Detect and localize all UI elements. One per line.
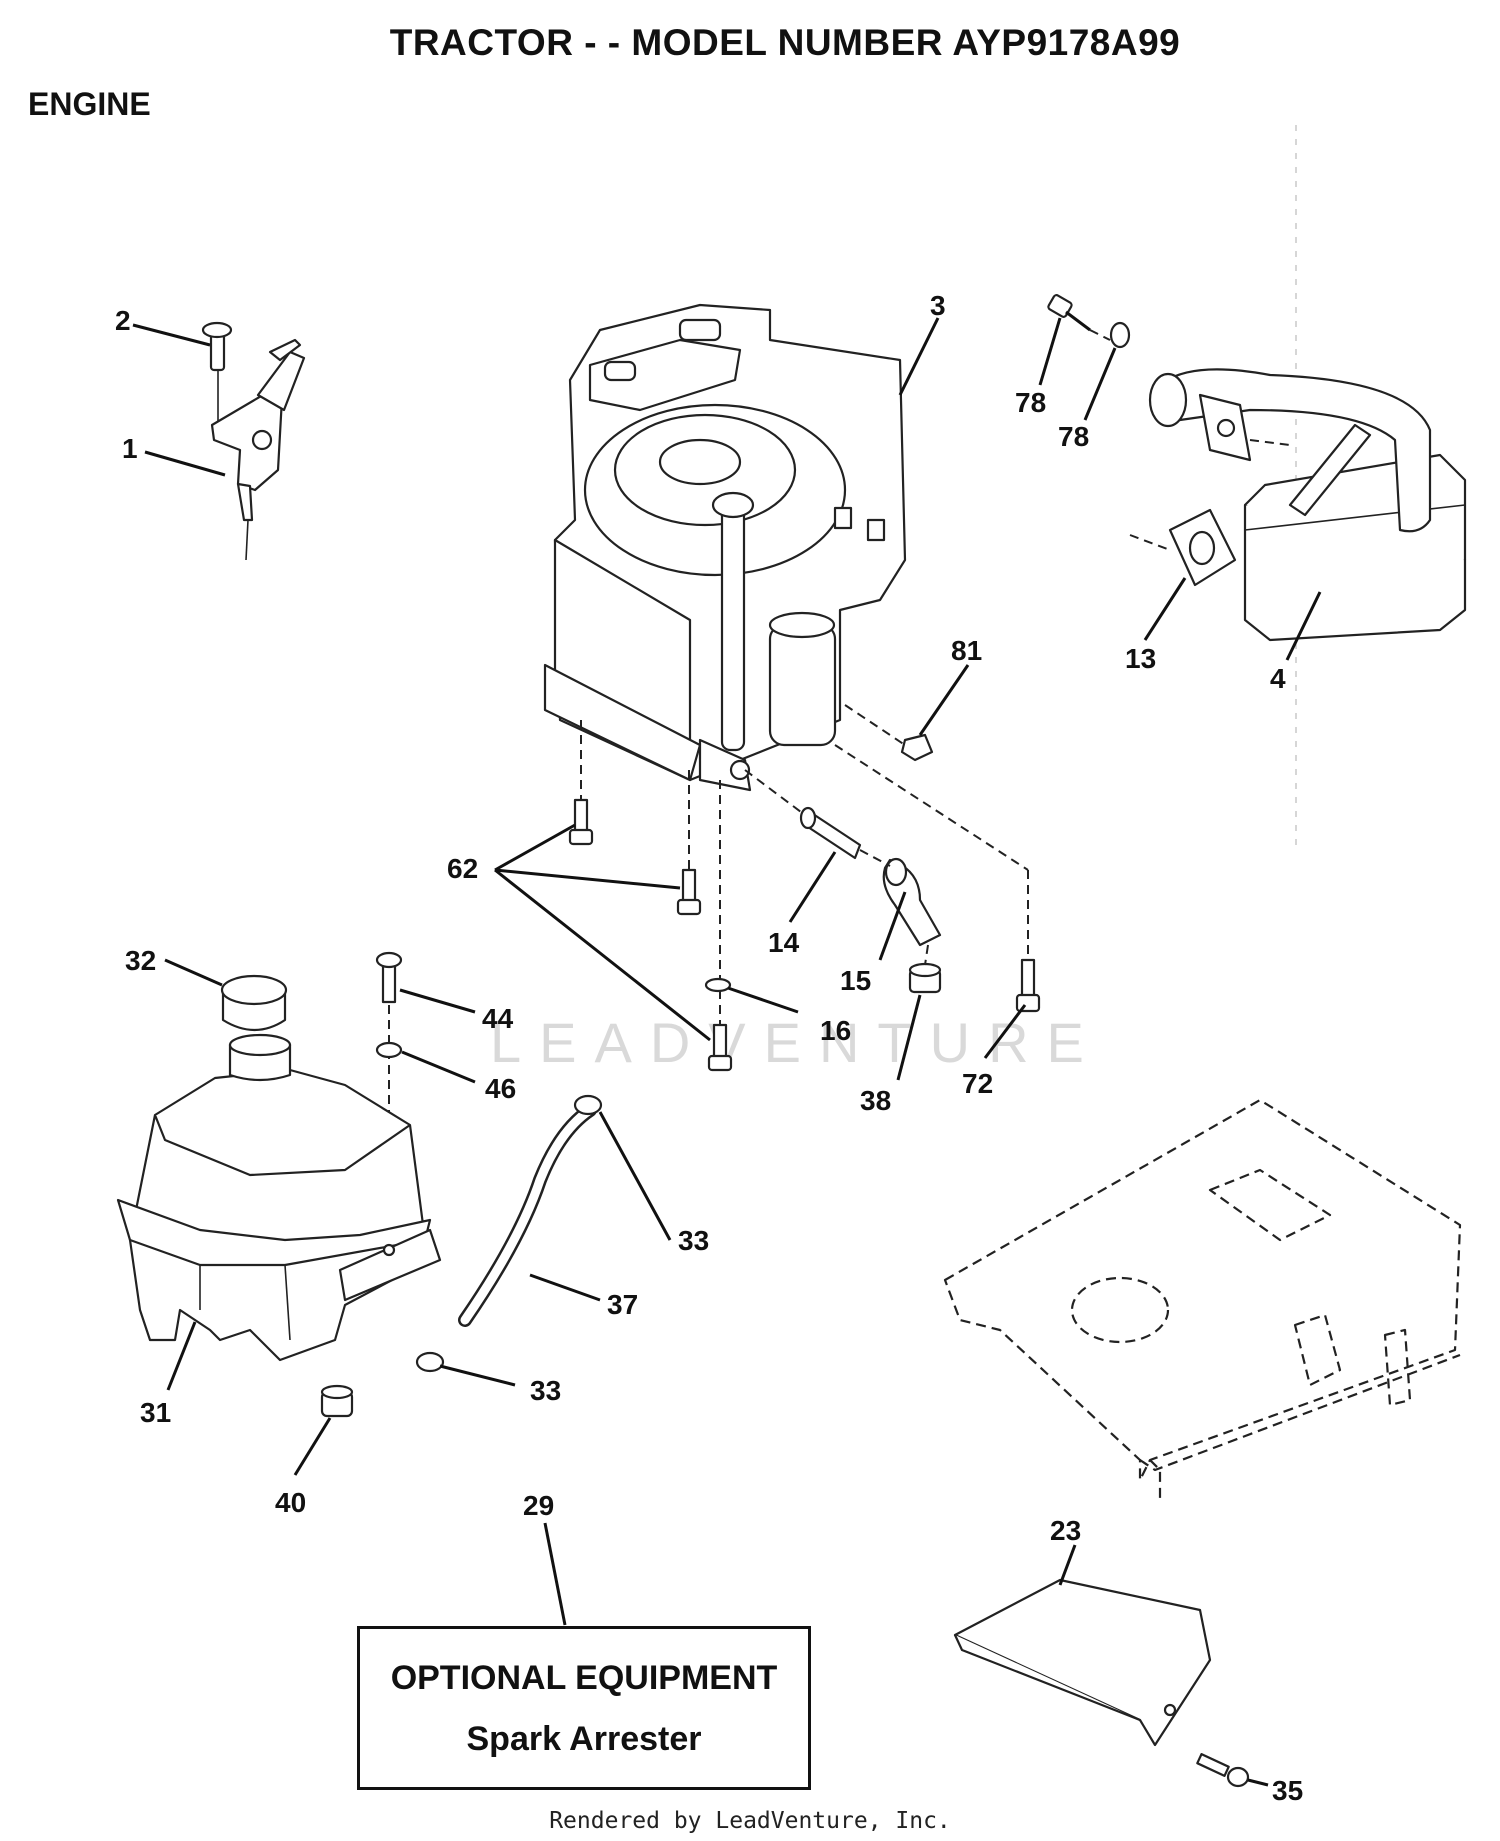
callout-16: 16 (820, 1015, 851, 1046)
fuel-tank-part (116, 1033, 442, 1362)
washer-46-part (375, 1041, 403, 1059)
fuel-line-part (458, 1103, 597, 1327)
grommet-40-part (320, 1384, 354, 1418)
nut-81-part (844, 704, 934, 762)
callout-78a: 62 (447, 853, 478, 884)
bolt-78b-part (676, 770, 702, 916)
fuel-cap-part (220, 974, 288, 1031)
optional-equipment-title: OPTIONAL EQUIPMENT (390, 1659, 778, 1697)
optional-equipment-subtitle: Spark Arrester (466, 1720, 702, 1758)
callout-4: 4 (1270, 663, 1286, 694)
callout-37: 37 (607, 1289, 638, 1320)
watermark-text: LEADVENTURE (490, 1011, 1102, 1074)
callout-40: 40 (275, 1487, 306, 1518)
callout-1: 1 (122, 433, 138, 464)
callout-62: 78 (1058, 421, 1089, 452)
bolt-78a-part (568, 720, 594, 846)
leader-lines (132, 317, 1322, 1787)
callout-72: 78 (1015, 387, 1046, 418)
clamp-33b-part (415, 1351, 445, 1373)
callout-14: 14 (768, 927, 800, 958)
callout-78b: 72 (962, 1068, 993, 1099)
clamp-33a-part (573, 1094, 603, 1116)
cap-38-part (908, 944, 942, 994)
callout-33a: 33 (678, 1225, 709, 1256)
footer-credit: Rendered by LeadVenture, Inc. (549, 1808, 951, 1834)
section-title: ENGINE (28, 86, 151, 122)
callout-35: 35 (1272, 1775, 1303, 1806)
callout-32: 32 (125, 945, 156, 976)
gasket-part (1129, 508, 1237, 587)
callout-46: 46 (485, 1073, 516, 1104)
bolt-78c-part (707, 780, 733, 1072)
callout-44: 44 (482, 1003, 514, 1034)
bolt-72-part (1047, 294, 1111, 341)
callout-33b: 33 (530, 1375, 561, 1406)
callout-31: 31 (140, 1397, 171, 1428)
callout-13: 13 (1125, 643, 1156, 674)
screw-35-part (1196, 1753, 1250, 1788)
callout-2: 2 (115, 305, 131, 336)
elbow-15-part (859, 849, 942, 947)
muffler-part (1148, 368, 1467, 642)
fitting-14-part (744, 769, 862, 860)
heat-shield-part (953, 1578, 1212, 1747)
tractor-frame-part (943, 1098, 1462, 1500)
washer-16-part (704, 977, 732, 993)
callout-81: 81 (951, 635, 982, 666)
optional-equipment-box: OPTIONAL EQUIPMENT Spark Arrester (357, 1626, 811, 1790)
callout-23: 23 (1050, 1515, 1081, 1546)
washer-62-part (1109, 321, 1131, 349)
callout-15: 15 (840, 965, 871, 996)
callout-38: 38 (860, 1085, 891, 1116)
page-title: TRACTOR - - MODEL NUMBER AYP9178A99 (389, 22, 1181, 63)
callout-29: 29 (523, 1490, 554, 1521)
throttle-control-part (201, 321, 306, 561)
callout-3: 3 (930, 290, 946, 321)
engine-part (543, 303, 907, 792)
